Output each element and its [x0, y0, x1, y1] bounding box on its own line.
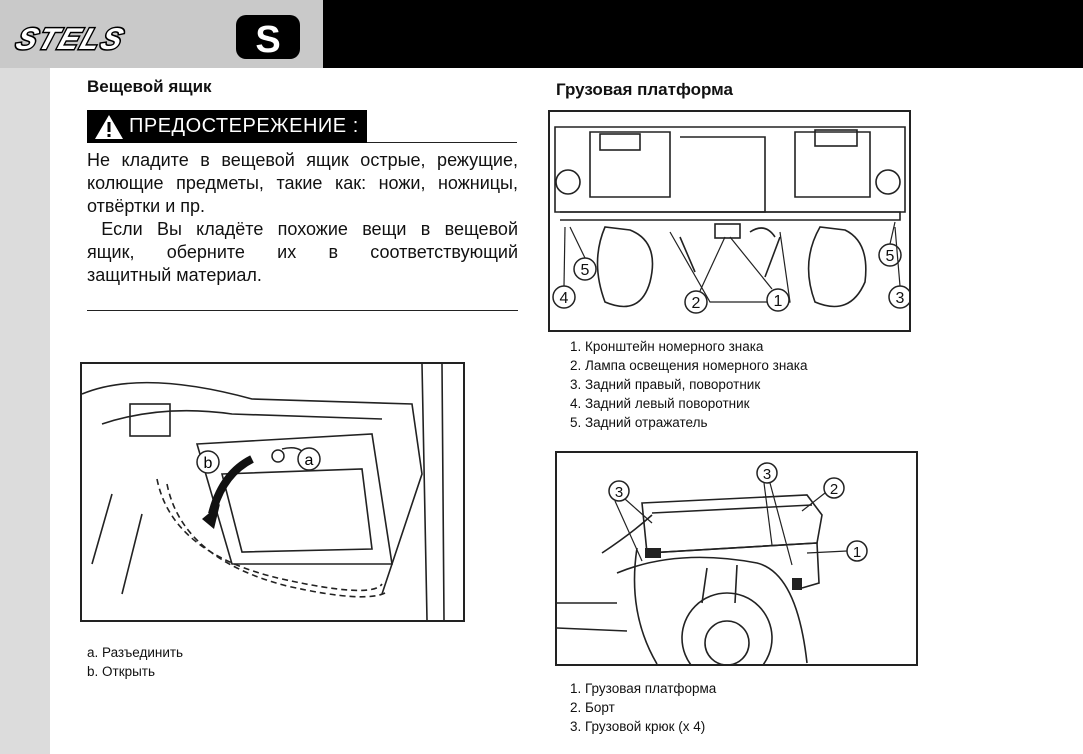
warning-label: ПРЕДОСТЕРЕЖЕНИЕ : [129, 115, 359, 137]
caption-line: b. Открыть [87, 664, 156, 679]
rear-view-figure: 5 5 4 2 1 3 [548, 110, 912, 332]
logo-badge [236, 15, 300, 59]
page-sidebar-strip [0, 0, 50, 754]
warning-banner: ПРЕДОСТЕРЕЖЕНИЕ : [87, 110, 367, 143]
logo-wordmark-fill: STELS [12, 22, 130, 56]
caption-line: 5. Задний отражатель [570, 415, 708, 430]
rear-view-captions: 1. Кронштейн номерного знака 2. Лампа ос… [570, 337, 808, 432]
callout-a [297, 447, 321, 471]
text-line: отвёртки и пр. [87, 196, 206, 216]
text-line: колющие предметы, такие как: ножи, ножни… [87, 173, 518, 193]
logo-badge-letter: S [255, 19, 280, 61]
caption-line: 2. Лампа освещения номерного знака [570, 358, 808, 373]
text-line: ящик, оберните их в соответствующий [87, 242, 518, 262]
caption-line: 1. Кронштейн номерного знака [570, 339, 764, 354]
caption-line: 3. Грузовой крюк (x 4) [570, 719, 706, 734]
callout-b [196, 450, 220, 474]
header-bar [323, 0, 1083, 68]
text-line: Не кладите в вещевой ящик острые, режущи… [87, 150, 518, 170]
rear-view-illustration: 5 5 4 2 1 3 [552, 126, 912, 314]
cargo-bed-illustration: 3 3 2 1 [556, 462, 868, 684]
section-heading-cargo-platform: Грузовая платформа [556, 80, 733, 99]
caption-line: a. Разъединить [87, 645, 184, 660]
text-line: Если Вы кладёте похожие вещи в вещевой [87, 219, 518, 239]
svg-text:a: a [305, 452, 314, 469]
svg-text:5: 5 [886, 248, 895, 265]
svg-text:4: 4 [560, 290, 569, 307]
caption-line: 1. Грузовая платформа [570, 681, 717, 696]
glovebox-illustration: a b [81, 363, 445, 621]
caption-line: 3. Задний правый, поворотник [570, 377, 761, 392]
text-line: защитный материал. [87, 265, 262, 285]
svg-text:3: 3 [763, 466, 771, 483]
svg-text:3: 3 [896, 290, 905, 307]
svg-text:5: 5 [581, 262, 590, 279]
warning-triangle-icon [95, 114, 123, 139]
glovebox-figure: a b [80, 362, 465, 622]
svg-text:b: b [204, 455, 213, 472]
svg-text:1: 1 [774, 293, 783, 310]
logo-panel: STELS STELS S [0, 0, 323, 68]
logo-wordmark: STELS [12, 22, 130, 56]
svg-text:2: 2 [692, 295, 701, 312]
svg-text:2: 2 [830, 481, 838, 498]
warning-paragraph-1: Не кладите в вещевой ящик острые, режущи… [87, 149, 518, 218]
caption-line: 4. Задний левый поворотник [570, 396, 750, 411]
warning-paragraph-2: Если Вы кладёте похожие вещи в вещевой я… [87, 218, 518, 287]
cargo-bed-captions: 1. Грузовая платформа 2. Борт 3. Грузово… [570, 679, 716, 736]
section-divider [87, 310, 518, 311]
section-heading-storage-box: Вещевой ящик [87, 77, 212, 96]
stels-logo: STELS STELS S [10, 15, 300, 61]
caption-line: 2. Борт [570, 700, 615, 715]
svg-text:3: 3 [615, 484, 623, 501]
glovebox-captions: a. Разъединить b. Открыть [87, 643, 183, 681]
cargo-bed-figure: 3 3 2 1 [555, 451, 918, 684]
warning-rule [367, 142, 517, 143]
svg-text:1: 1 [853, 544, 861, 561]
